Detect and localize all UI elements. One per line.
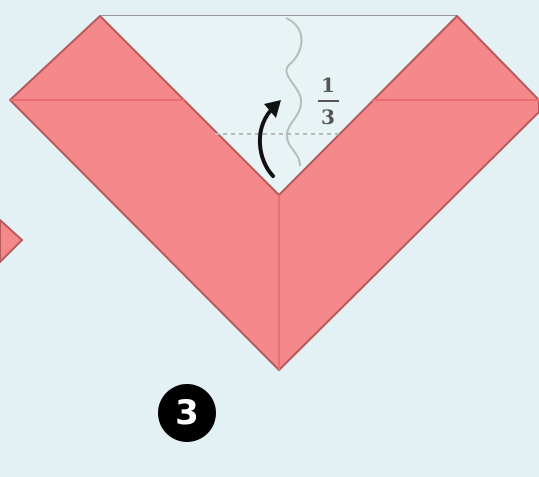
previous-step-shape	[0, 218, 24, 264]
fold-arrow-head-icon	[264, 100, 281, 118]
measure-curve	[285, 17, 303, 167]
fraction-denominator: 3	[321, 105, 335, 129]
step-number-badge: 3	[158, 384, 216, 442]
right-flap	[278, 15, 539, 371]
fraction-numerator: 1	[321, 73, 335, 97]
fold-arrow-icon	[257, 108, 275, 178]
